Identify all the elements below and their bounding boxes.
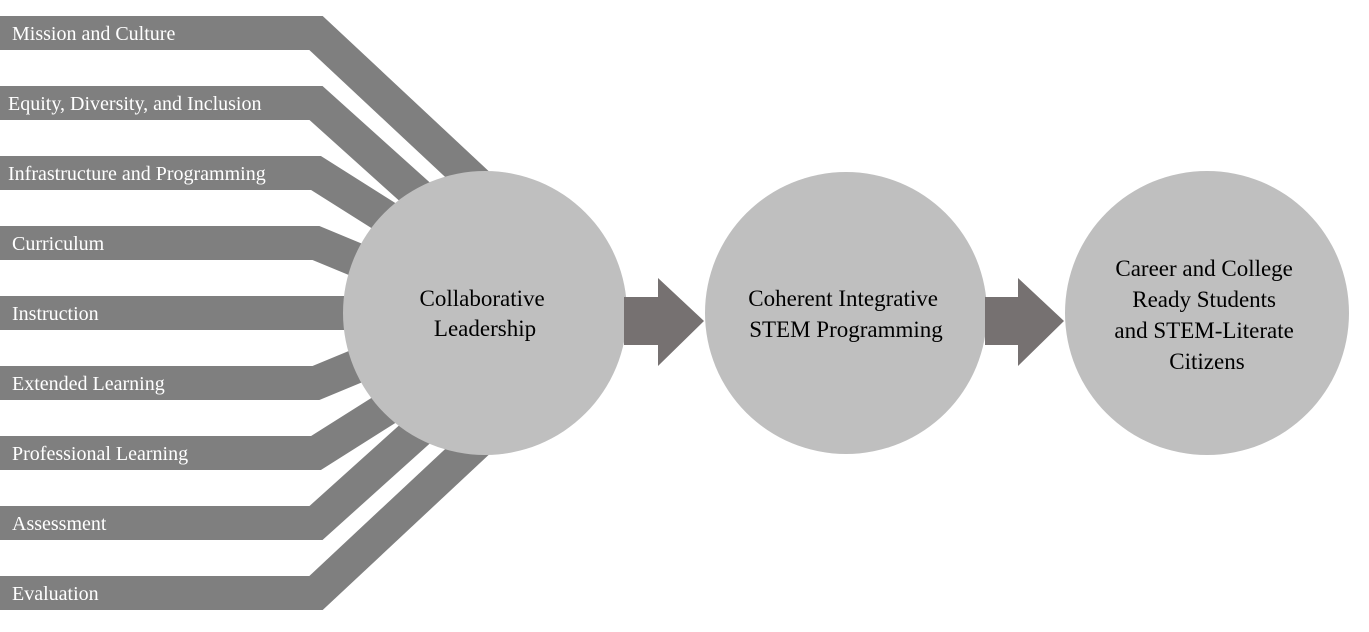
- input-label: Assessment: [12, 513, 107, 535]
- input-label: Infrastructure and Programming: [8, 163, 266, 185]
- input-label: Curriculum: [12, 233, 105, 255]
- input-label: Instruction: [12, 303, 99, 325]
- input-label: Evaluation: [12, 583, 99, 605]
- arrow-right-icon: [624, 278, 704, 366]
- stage-circle-coherent-stem-programming: [705, 172, 987, 454]
- input-label: Extended Learning: [12, 373, 165, 395]
- stage-circle-collaborative-leadership: [343, 171, 627, 455]
- input-bar: [0, 385, 467, 540]
- input-label: Professional Learning: [12, 443, 188, 465]
- stage-label-2: Coherent Integrative STEM Programming: [748, 286, 943, 342]
- stage-circle-ready-students: [1065, 171, 1349, 455]
- arrow-right-icon: [985, 278, 1064, 366]
- input-bar: [0, 408, 512, 610]
- input-bar: [0, 16, 512, 218]
- input-label: Mission and Culture: [12, 23, 175, 45]
- stage-label-3: Career and College Ready Students and ST…: [1114, 256, 1299, 374]
- stage-label-1: Collaborative Leadership: [420, 286, 551, 341]
- input-label: Equity, Diversity, and Inclusion: [8, 93, 261, 115]
- input-bar: [0, 86, 467, 241]
